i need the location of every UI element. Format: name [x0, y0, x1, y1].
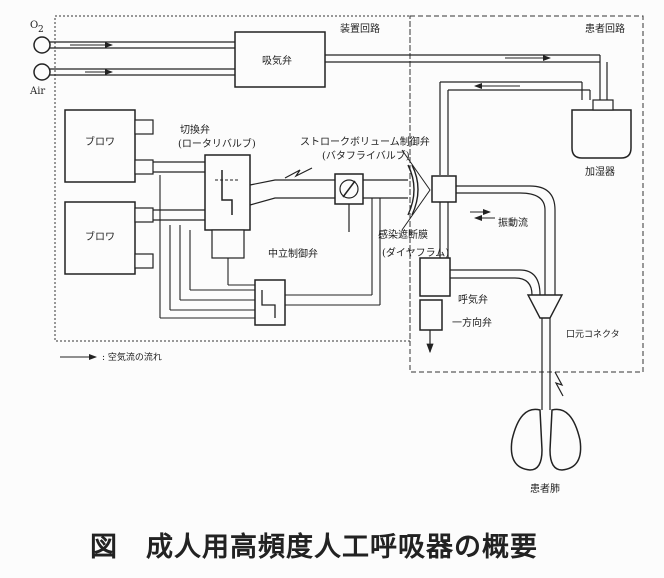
neutral-control-valve: [254, 279, 286, 326]
exhalation-valve-label: 呼気弁: [458, 293, 488, 306]
diaphragm-label-1: 感染遮断膜: [378, 228, 428, 241]
neutral-valve-piping: [159, 175, 381, 319]
blower-top-port: [134, 119, 154, 135]
butterfly-disc-icon: [339, 179, 359, 199]
patient-circuit-region: [409, 15, 644, 373]
patient-lung-left: [510, 408, 543, 471]
switching-valve: [204, 154, 251, 231]
neutral-control-valve-label: 中立制御弁: [268, 247, 318, 260]
exhalation-valve: [419, 257, 451, 297]
junction-block: [431, 175, 457, 203]
mouth-connector: [526, 294, 564, 319]
inhalation-valve-label: 吸気弁: [262, 54, 292, 67]
oxygen-label: O: [30, 20, 38, 31]
blower-bottom-port: [134, 207, 154, 223]
blower-top: [64, 109, 136, 183]
humidifier-label: 加湿器: [585, 166, 615, 178]
diaphragm-label-2: (ダイヤフラム): [382, 246, 449, 259]
gas-supply-lines: [50, 41, 608, 108]
air-label: Air: [29, 86, 45, 97]
oscillating-flow-label: 振動流: [498, 216, 528, 229]
blower-top-label: ブロワ: [85, 135, 115, 148]
air-inlet-icon: [33, 63, 51, 81]
switching-valve-rotor: [221, 170, 233, 215]
switching-valve-label-2: (ロータリバルブ): [178, 137, 256, 150]
patient-circuit-label: 患者回路: [585, 22, 625, 35]
diaphragm: [407, 164, 419, 216]
patient-lung-label: 患者肺: [530, 483, 560, 495]
oscillation-arrow-icon: [554, 371, 564, 397]
humidifier-cap: [592, 99, 614, 111]
legend-airflow-label: : 空気流の流れ: [102, 351, 162, 363]
stroke-valve-label-1: ストロークボリューム制御弁: [300, 135, 430, 148]
inhalation-valve: [234, 31, 326, 88]
device-circuit-label: 装置回路: [340, 22, 380, 35]
switching-valve-base: [211, 229, 245, 259]
switching-valve-label-1: 切換弁: [180, 123, 210, 136]
patient-inspiratory-line: [456, 185, 556, 295]
one-way-valve-label: 一方向弁: [452, 316, 492, 329]
humidifier: [571, 109, 632, 159]
patient-lung-right: [549, 408, 582, 471]
blower-bottom-outlet: [134, 253, 154, 269]
exhalation-line: [439, 202, 541, 296]
blower-bottom: [64, 201, 136, 275]
blower-top-outlet: [134, 159, 154, 175]
stroke-valve-label-2: (バタフライバルブ): [322, 149, 410, 162]
blower-bottom-label: ブロワ: [85, 230, 115, 243]
mouth-connector-label: 口元コネクタ: [566, 329, 620, 340]
figure-caption: 図 成人用高頻度人工呼吸器の概要: [90, 531, 538, 563]
oxygen-inlet-icon: [33, 36, 51, 54]
oxygen-subscript: 2: [38, 25, 44, 35]
main-trunk: [249, 179, 408, 206]
blower-lines: [153, 161, 205, 221]
oscillation-arrow-icon: [284, 167, 313, 179]
device-circuit-region: [54, 15, 411, 342]
one-way-valve: [419, 299, 443, 331]
humidified-line: [439, 81, 591, 175]
